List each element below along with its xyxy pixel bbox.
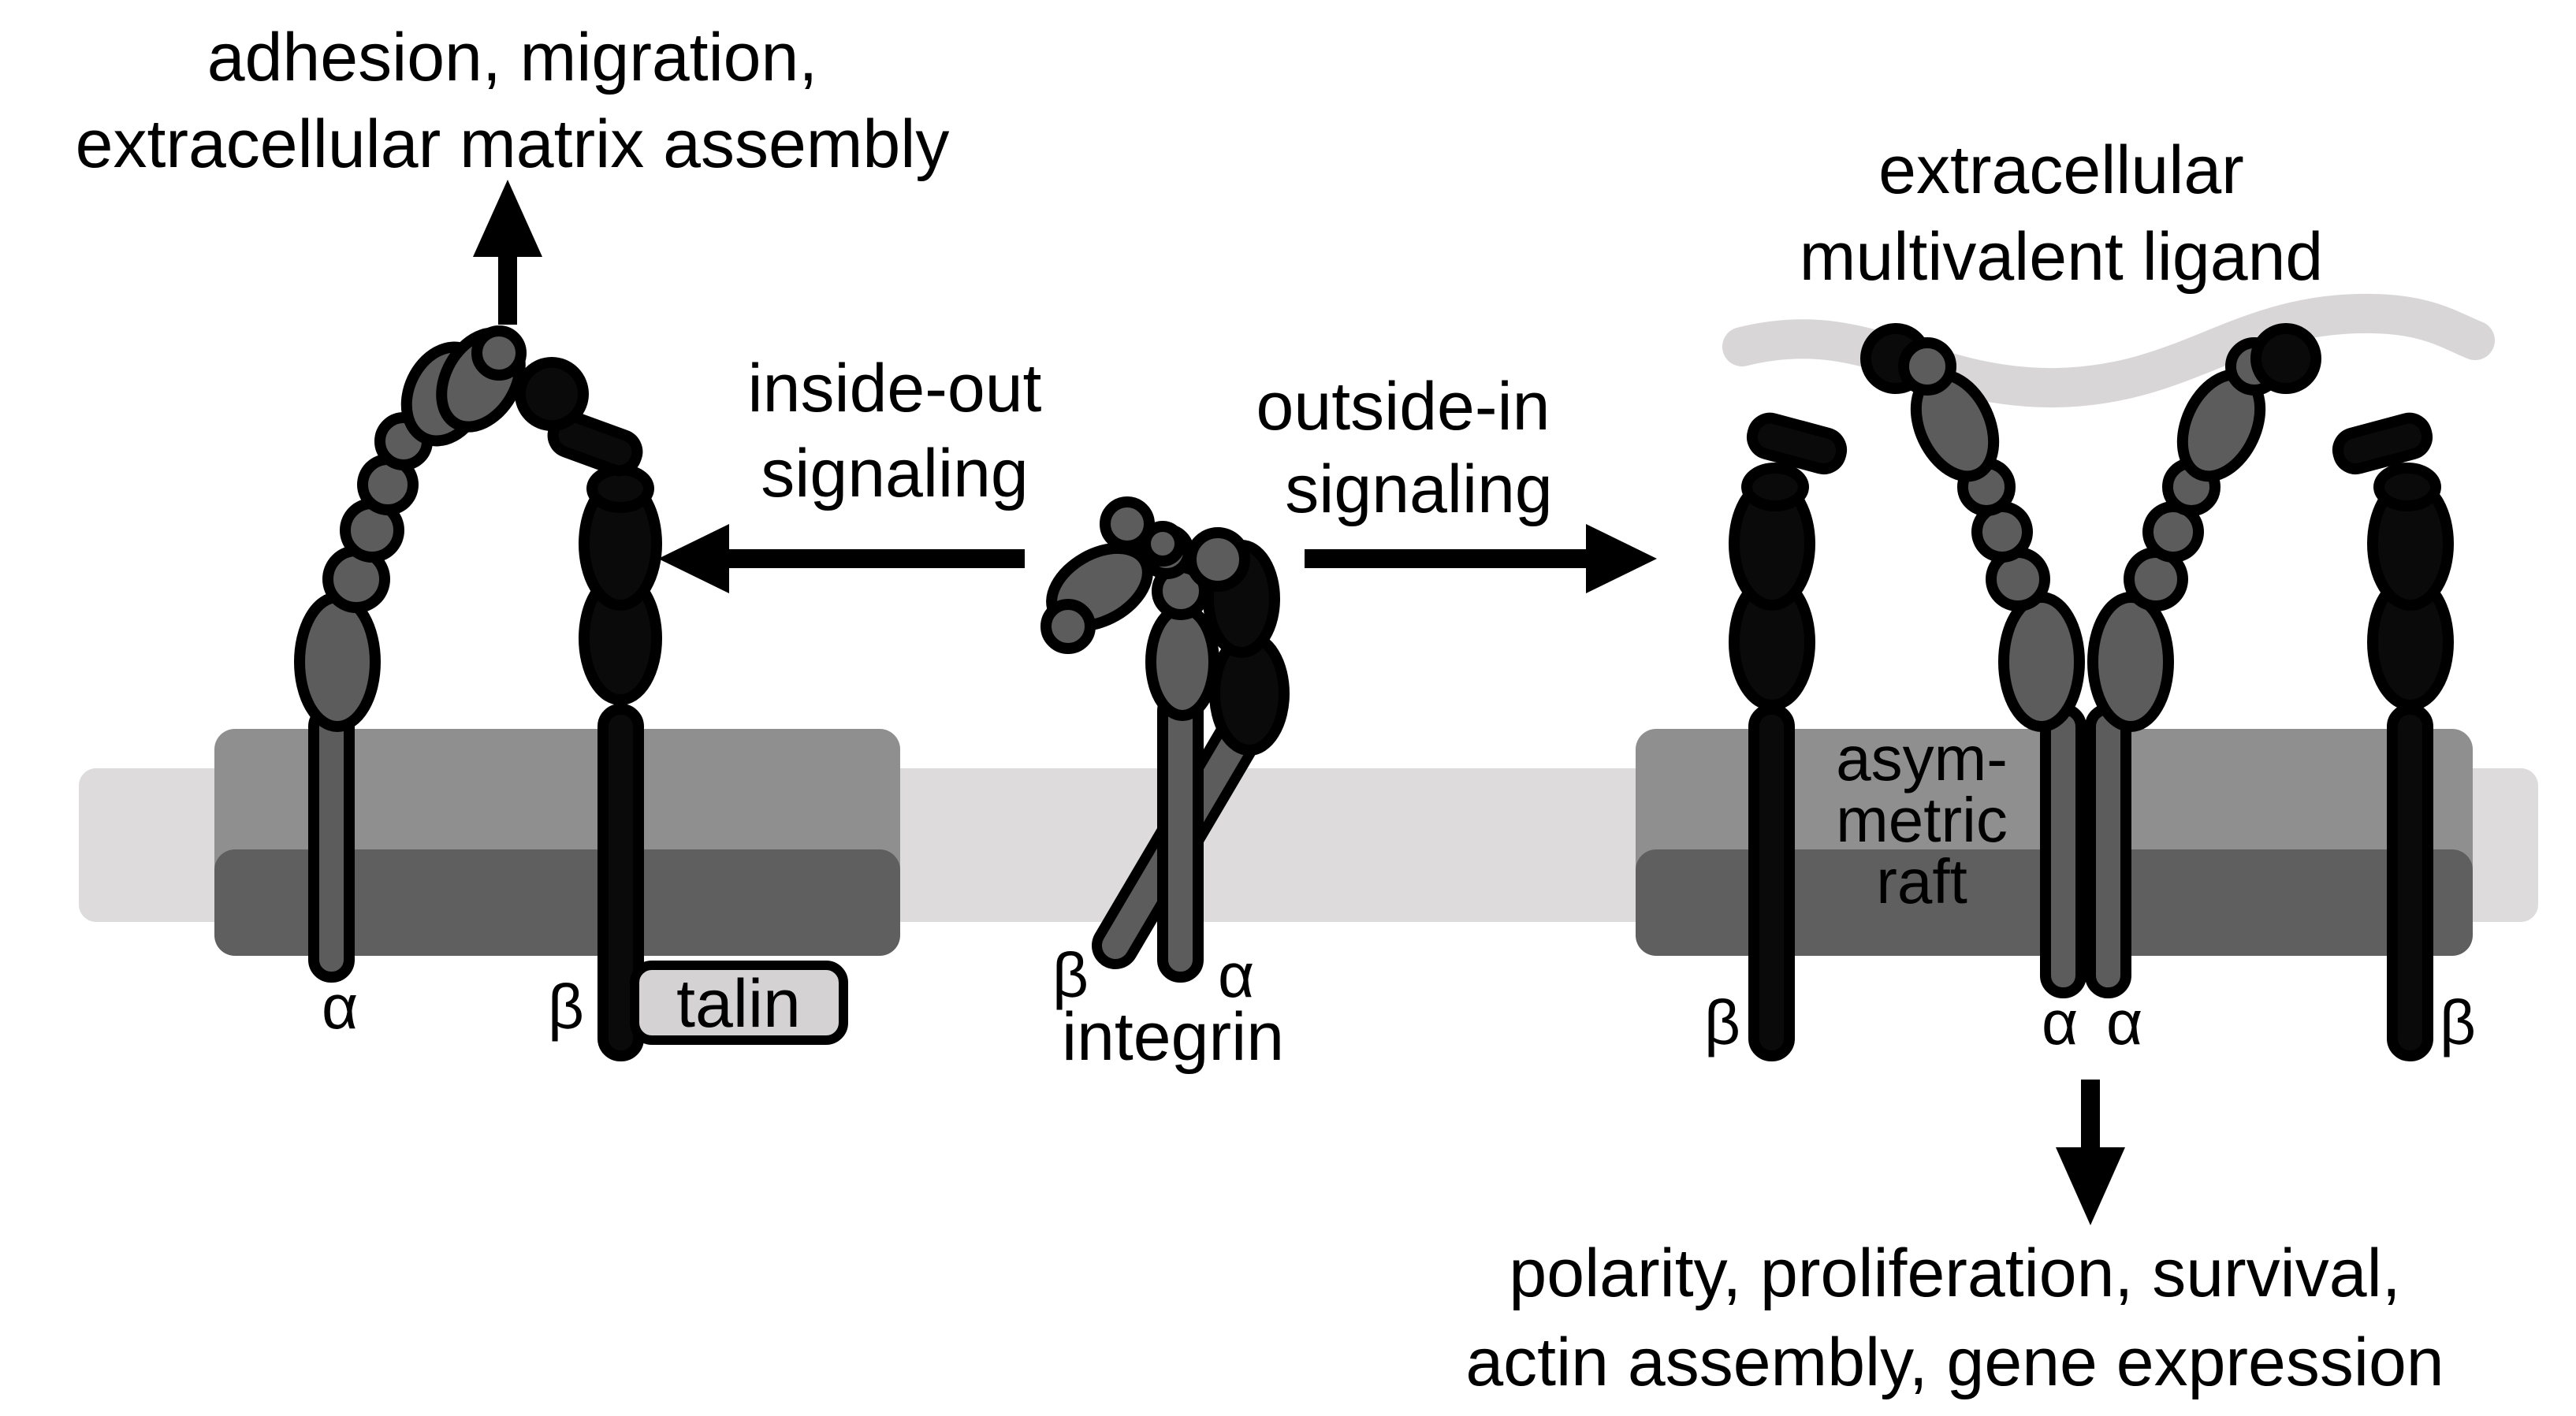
beta-leg-left <box>597 704 644 1061</box>
talin-box <box>630 961 848 1045</box>
inside-out-line1: inside-out <box>748 351 1042 426</box>
bead-bent <box>1100 496 1155 552</box>
alpha-thigh-bent <box>1145 603 1219 721</box>
integrin-label: integrin <box>1062 999 1284 1075</box>
top-left-outcome-line1: adhesion, migration, <box>207 20 817 95</box>
raft-label-line1: asym- <box>1836 723 2008 793</box>
ligand-label-line2: multivalent ligand <box>1800 219 2323 295</box>
beta-leg-right-1 <box>1748 704 1795 1061</box>
arrow-up-icon <box>473 180 542 325</box>
left-raft-outer-leaflet <box>214 729 900 886</box>
beta-label-right-2: β <box>2440 987 2476 1057</box>
alpha-leg-bent <box>1157 688 1204 983</box>
beta-small-right-2 <box>2373 463 2441 511</box>
beta-label-right-1: β <box>1704 987 1740 1057</box>
bent-integrin <box>1040 496 1290 983</box>
alpha-label-right-1: α <box>2042 987 2078 1057</box>
arrow-down-icon <box>2056 1080 2125 1225</box>
outside-in-line2: signaling <box>1285 452 1552 527</box>
raft-label-line3: raft <box>1876 846 1967 916</box>
bottom-right-outcome-line1: polarity, proliferation, survival, <box>1509 1236 2400 1311</box>
alpha-label-center: α <box>1218 940 1254 1010</box>
beta-bar-right-1 <box>1746 412 1848 475</box>
alpha-leg-right-2 <box>2085 704 2131 998</box>
beta-small-right-1 <box>1741 463 1809 511</box>
left-raft-inner-leaflet <box>214 849 900 956</box>
raft-label-line2: metric <box>1836 785 2008 855</box>
alpha-tip-left <box>471 325 527 381</box>
beta-bar-right-2 <box>2332 412 2433 475</box>
beta-head-bent <box>1186 527 1250 592</box>
outside-in-line1: outside-in <box>1256 369 1550 444</box>
beta-label-center: β <box>1052 940 1089 1010</box>
beta-leg-right-2 <box>2387 704 2433 1061</box>
top-left-outcome-line2: extracellular matrix assembly <box>76 106 950 182</box>
arrow-right-icon <box>1305 524 1657 593</box>
alpha-thigh-left <box>294 592 381 732</box>
clustered-integrins-right <box>1729 323 2454 1061</box>
alpha-tip-bent <box>1040 599 1096 654</box>
inside-out-line2: signaling <box>761 436 1028 511</box>
alpha-thigh-right-1 <box>1998 592 2085 732</box>
bottom-right-outcome-line2: actin assembly, gene expression <box>1465 1325 2444 1400</box>
alpha-thigh-right-2 <box>2087 592 2174 732</box>
active-integrin-left <box>294 325 662 1061</box>
beta-head-right-2 <box>2250 323 2321 394</box>
beta-label-left: β <box>548 972 584 1042</box>
beta-head-left <box>515 357 589 431</box>
bead-bent <box>1140 521 1186 567</box>
alpha-label-right-2: α <box>2106 987 2142 1057</box>
arrow-left-icon <box>658 524 1025 593</box>
alpha-label-left: α <box>322 972 358 1042</box>
alpha-tip-right-1 <box>1898 337 1956 396</box>
ligand-label-line1: extracellular <box>1878 132 2244 208</box>
talin-label: talin <box>676 966 801 1042</box>
alpha-leg-right-1 <box>2040 704 2086 998</box>
alpha-leg-left <box>308 704 355 983</box>
extracellular-ligand <box>1722 293 2495 408</box>
